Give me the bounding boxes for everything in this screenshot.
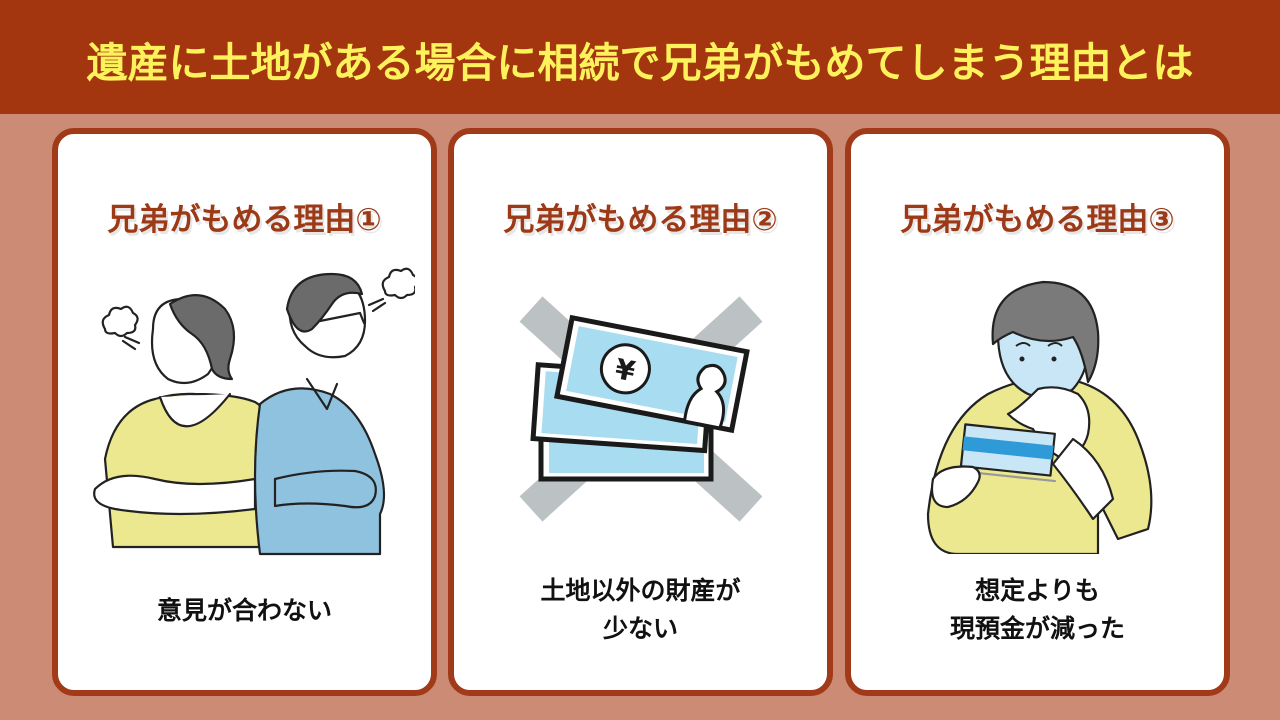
reason-card-3: 兄弟がもめる理由③: [845, 128, 1230, 696]
worried-person-bankbook-illustration: [851, 264, 1224, 554]
card-title: 兄弟がもめる理由②: [503, 202, 778, 238]
card-title: 兄弟がもめる理由③: [900, 202, 1175, 238]
arguing-siblings-illustration: [58, 264, 431, 556]
caption-line: 想定よりも: [975, 576, 1100, 605]
page-title: 遺産に土地がある場合に相続で兄弟がもめてしまう理由とは: [86, 39, 1194, 87]
worried-person-icon: [926, 280, 1152, 554]
banknotes-cross-icon: ¥: [519, 296, 762, 522]
caption-line: 現預金が減った: [949, 614, 1125, 643]
header-banner: 遺産に土地がある場合に相続で兄弟がもめてしまう理由とは: [0, 0, 1280, 114]
caption-line: 土地以外の財産が: [540, 576, 741, 605]
caption-line: 意見が合わない: [156, 596, 332, 625]
card-caption: 想定よりも 現預金が減った: [851, 572, 1224, 648]
card-caption: 意見が合わない: [58, 592, 431, 630]
reason-card-1: 兄弟がもめる理由①: [52, 128, 437, 696]
card-title: 兄弟がもめる理由①: [107, 202, 382, 238]
arguing-siblings-icon: [92, 267, 415, 556]
banknotes-crossed-out-illustration: ¥: [454, 264, 827, 554]
reason-card-2: 兄弟がもめる理由②: [448, 128, 833, 696]
card-caption: 土地以外の財産が 少ない: [454, 572, 827, 648]
caption-line: 少ない: [602, 614, 678, 643]
